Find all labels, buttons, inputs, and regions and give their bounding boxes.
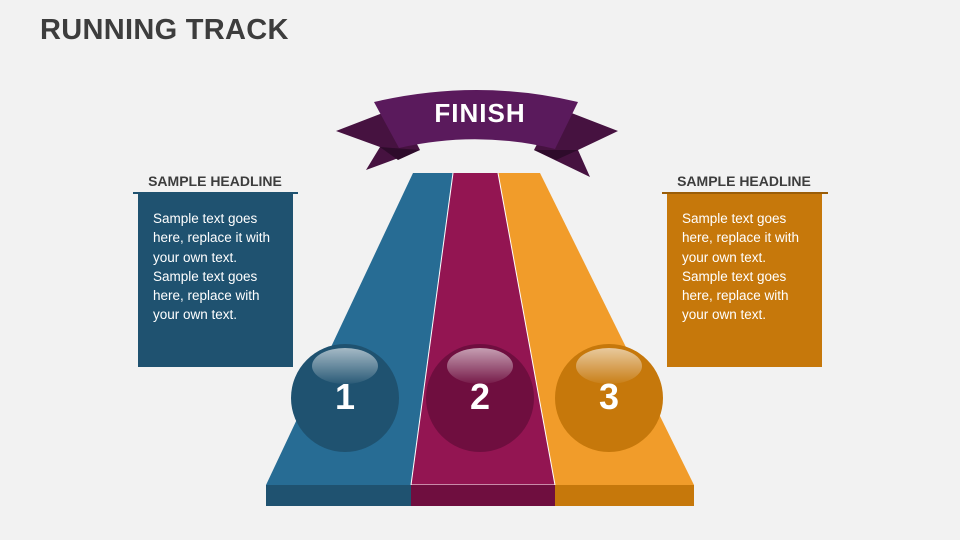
- finish-banner: [336, 90, 618, 177]
- lane-2-base: [411, 485, 555, 506]
- finish-label: FINISH: [434, 98, 526, 128]
- right-text-box: Sample text goes here, replace it with y…: [667, 194, 822, 367]
- slide-title: RUNNING TRACK: [40, 14, 289, 46]
- number-balls: [291, 344, 663, 452]
- left-body-text: Sample text goes here, replace it with y…: [153, 211, 271, 323]
- lane-number-1: 1: [334, 376, 356, 417]
- track-lanes: [266, 172, 694, 506]
- left-text-box: Sample text goes here, replace it with y…: [138, 194, 293, 367]
- lane-3-base: [555, 485, 694, 506]
- lane-number-3: 3: [598, 376, 620, 417]
- banner-main: [374, 90, 578, 149]
- lane-number-2: 2: [469, 376, 491, 417]
- left-divider: [133, 192, 298, 194]
- left-headline: SAMPLE HEADLINE: [148, 173, 282, 189]
- lane-1-base: [266, 485, 411, 506]
- right-divider: [662, 192, 828, 194]
- right-body-text: Sample text goes here, replace it with y…: [682, 211, 800, 323]
- right-headline: SAMPLE HEADLINE: [677, 173, 811, 189]
